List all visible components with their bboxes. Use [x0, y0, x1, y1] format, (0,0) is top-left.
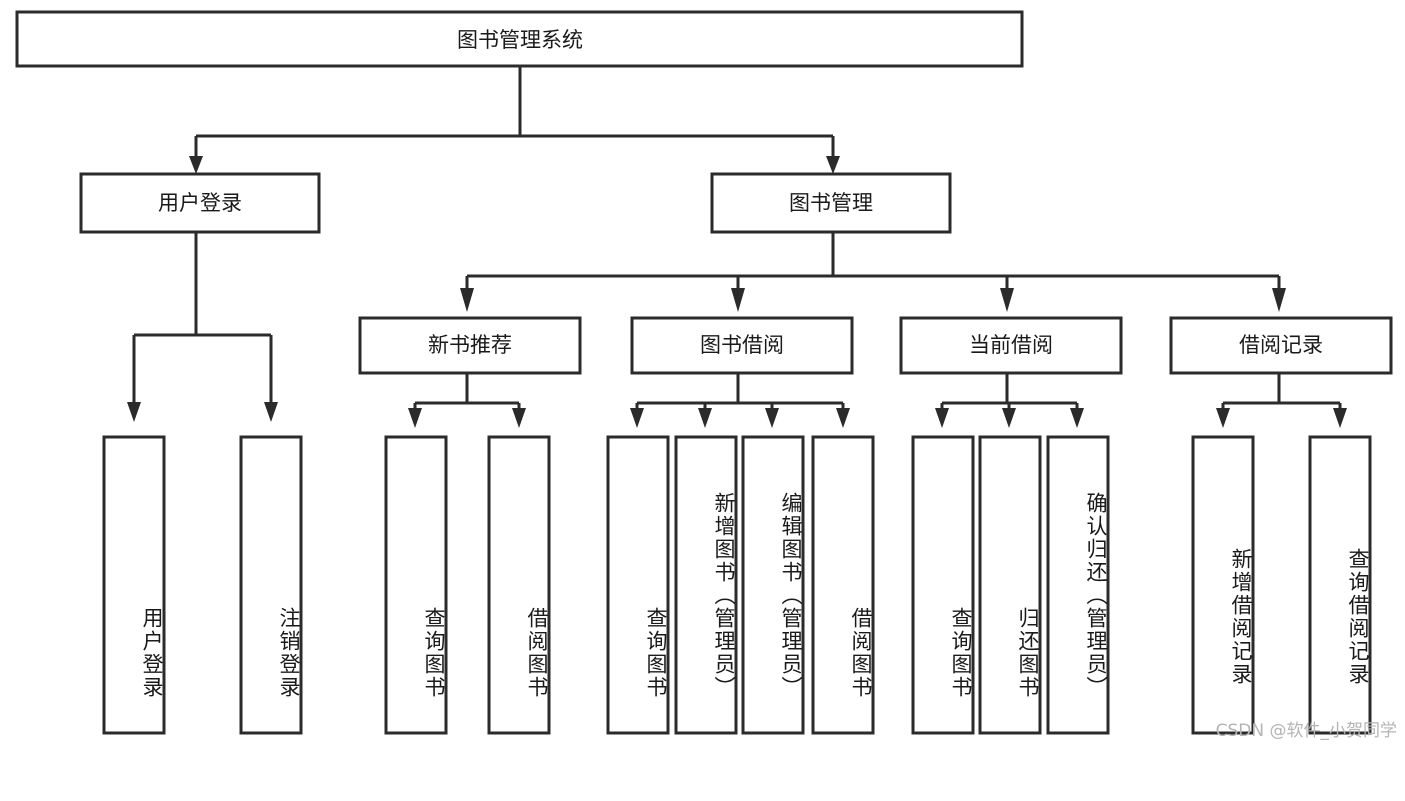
- diagram-canvas: 图书管理系统 用户登录 图书管理 新书推荐 图书借阅 当前借阅 借阅记录: [15, 10, 1397, 741]
- node-leaf-nb-query-box[interactable]: [384, 435, 448, 735]
- arrow-bookborrow-to-add: [698, 408, 712, 428]
- node-leaf-br-query-box[interactable]: [1308, 435, 1372, 735]
- node-leaf-bb-query-box[interactable]: [606, 435, 670, 735]
- node-borrow-record-box[interactable]: [1169, 316, 1393, 375]
- node-leaf-bb-add-box[interactable]: [674, 435, 738, 735]
- node-leaf-logout-box[interactable]: [239, 435, 303, 735]
- arrow-newbook-to-query: [408, 408, 422, 428]
- arrow-currentborrow-to-return: [1002, 408, 1016, 428]
- arrow-borrowrecord-to-add: [1216, 408, 1230, 428]
- node-leaf-bb-borrow-box[interactable]: [811, 435, 875, 735]
- nodes-group: 图书管理系统 用户登录 图书管理 新书推荐 图书借阅 当前借阅 借阅记录: [15, 10, 1393, 735]
- arrow-borrowrecord-to-query: [1333, 408, 1347, 428]
- node-leaf-br-add-box[interactable]: [1191, 435, 1255, 735]
- arrow-bookborrow-to-edit: [765, 408, 779, 428]
- node-root-box[interactable]: [15, 10, 1024, 68]
- node-new-book-box[interactable]: [358, 316, 582, 375]
- arrow-bookmgmt-to-currentborrow: [1000, 288, 1014, 312]
- arrow-userlogin-to-leaf-2: [264, 402, 278, 422]
- node-book-borrow-box[interactable]: [630, 316, 854, 375]
- node-user-login-label: 用户登录: [158, 191, 242, 215]
- hierarchy-diagram-svg: 图书管理系统 用户登录 图书管理 新书推荐 图书借阅 当前借阅 借阅记录: [15, 10, 1393, 735]
- node-book-mgmt-label: 图书管理: [789, 191, 873, 215]
- edges-group: [127, 66, 1347, 428]
- arrow-bookmgmt-to-bookborrow: [731, 288, 745, 312]
- node-borrow-record-label: 借阅记录: [1239, 333, 1323, 357]
- node-current-borrow-label: 当前借阅: [969, 333, 1053, 357]
- arrow-bookmgmt-to-newbook: [460, 288, 474, 312]
- node-book-borrow-label: 图书借阅: [700, 333, 784, 357]
- node-user-login-box[interactable]: [79, 172, 321, 234]
- node-leaf-cb-query-box[interactable]: [911, 435, 975, 735]
- arrow-bookborrow-to-borrow: [836, 408, 850, 428]
- arrow-currentborrow-to-query: [935, 408, 949, 428]
- node-new-book-label: 新书推荐: [428, 333, 512, 357]
- node-leaf-bb-edit-box[interactable]: [741, 435, 805, 735]
- arrow-bookborrow-to-query: [630, 408, 644, 428]
- node-leaf-cb-confirm-box[interactable]: [1046, 435, 1110, 735]
- arrow-newbook-to-borrow: [512, 408, 526, 428]
- arrow-currentborrow-to-confirm: [1070, 408, 1084, 428]
- node-leaf-nb-borrow-box[interactable]: [487, 435, 551, 735]
- node-book-mgmt-box[interactable]: [710, 172, 952, 234]
- node-current-borrow-box[interactable]: [899, 316, 1123, 375]
- arrow-root-to-book-mgmt: [826, 156, 840, 174]
- arrow-userlogin-to-leaf-1: [127, 402, 141, 422]
- node-leaf-cb-return-box[interactable]: [978, 435, 1042, 735]
- arrow-root-to-user-login: [189, 156, 203, 174]
- csdn-watermark: CSDN @软件_小贺同学: [1215, 721, 1397, 741]
- node-root-label: 图书管理系统: [457, 28, 583, 52]
- arrow-bookmgmt-to-borrowrecord: [1272, 288, 1286, 312]
- node-leaf-user-login-box[interactable]: [102, 435, 166, 735]
